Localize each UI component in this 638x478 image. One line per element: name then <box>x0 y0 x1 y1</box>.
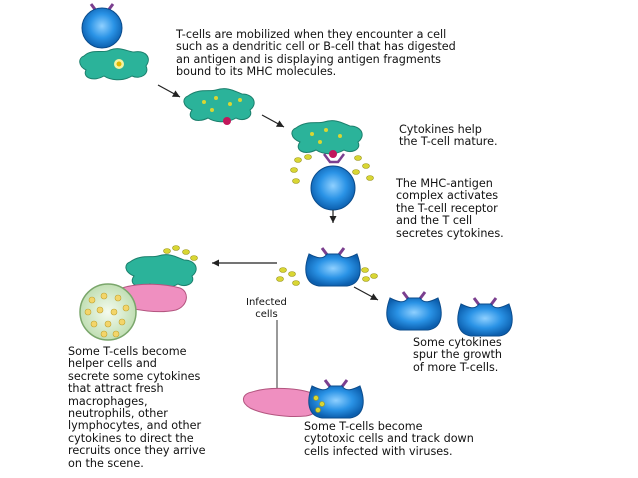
cytokine-icon <box>290 154 374 184</box>
macrophage-icon <box>79 283 137 341</box>
t-cell-icon <box>385 290 443 332</box>
caption-cytotoxic-cells: Some T-cells become cytotoxic cells and … <box>304 420 474 458</box>
t-cell-icon <box>81 3 123 49</box>
caption-cytokines-help: Cytokines help the T-cell mature. <box>399 123 498 149</box>
infected-cell-icon <box>243 387 321 417</box>
caption-spur-growth: Some cytokines spur the growth of more T… <box>413 336 503 374</box>
t-cell-icon <box>310 165 356 211</box>
caption-mhc-complex: The MHC-antigen complex activates the T-… <box>396 177 504 240</box>
cytokine-icon <box>276 267 378 286</box>
arrow-icon <box>261 114 285 128</box>
caption-helper-cells: Some T-cells become helper cells and sec… <box>68 345 206 470</box>
dendritic-cell-icon <box>183 88 255 125</box>
arrow-icon <box>157 84 181 98</box>
t-cell-icon <box>456 296 514 338</box>
caption-infected-cells: Infected cells <box>246 297 287 320</box>
t-cell-icon <box>304 246 362 288</box>
cytokine-icon <box>313 395 325 413</box>
caption-mobilized: T-cells are mobilized when they encounte… <box>176 28 456 79</box>
dendritic-cell-icon <box>291 120 363 164</box>
dendritic-cell-icon <box>79 48 149 81</box>
dendritic-cell-icon <box>125 254 197 289</box>
arrow-icon <box>353 286 379 301</box>
